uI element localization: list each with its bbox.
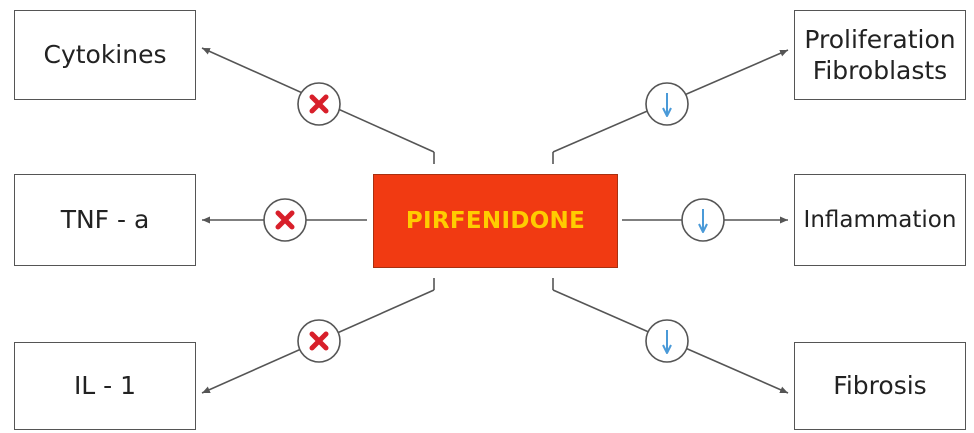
node-cytokines: Cytokines xyxy=(14,10,196,100)
node-label: Fibrosis xyxy=(833,371,927,401)
inhibit-symbol-cytokines xyxy=(297,82,341,126)
inhibit-symbol-tnf xyxy=(263,198,307,242)
node-inflammation: Inflammation xyxy=(794,174,966,266)
node-label-line2: Fibroblasts xyxy=(812,56,948,85)
node-proliferation-fibroblasts: Proliferation Fibroblasts xyxy=(794,10,966,100)
node-label: Inflammation xyxy=(803,206,957,233)
center-label: PIRFENIDONE xyxy=(405,208,586,234)
node-label: TNF - a xyxy=(60,205,150,235)
inhibit-symbol-il1 xyxy=(297,319,341,363)
decrease-symbol-proliferation xyxy=(645,82,689,126)
node-label-line1: Proliferation xyxy=(804,24,956,54)
center-node-pirfenidone: PIRFENIDONE xyxy=(373,174,618,268)
decrease-symbol-inflammation xyxy=(681,198,725,242)
node-il-1: IL - 1 xyxy=(14,342,196,430)
node-fibrosis: Fibrosis xyxy=(794,342,966,430)
node-label: Cytokines xyxy=(43,40,167,70)
node-tnf-alpha: TNF - a xyxy=(14,174,196,266)
decrease-symbol-fibrosis xyxy=(645,319,689,363)
node-label: IL - 1 xyxy=(73,371,137,401)
